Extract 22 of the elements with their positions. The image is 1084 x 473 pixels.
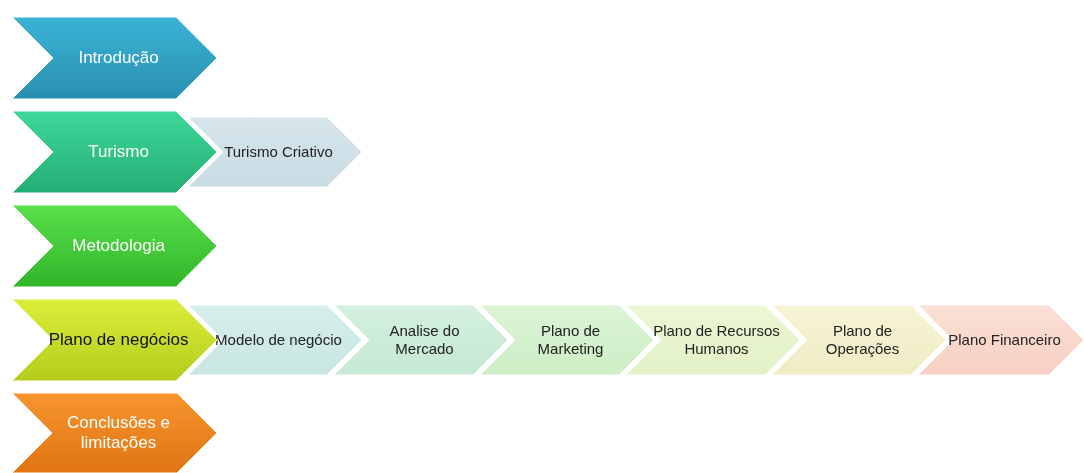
step-label: Analise do Mercado xyxy=(388,322,461,358)
chevron-step xyxy=(12,205,217,287)
step-label: Plano Financeiro xyxy=(948,331,1061,349)
chevron-step xyxy=(480,305,654,375)
step-label: Plano de Recursos Humanos xyxy=(652,322,781,358)
chevron-step xyxy=(918,305,1084,375)
step-label: Metodologia xyxy=(72,235,165,257)
step-label: Plano de negócios xyxy=(48,329,189,351)
chevron-step xyxy=(12,299,217,381)
step-label: Turismo xyxy=(88,141,149,163)
step-label: Plano de Operações xyxy=(824,322,901,358)
chevron-step xyxy=(12,111,217,193)
chevron-step xyxy=(626,305,800,375)
step-label: Conclusões e limitações xyxy=(66,412,171,454)
step-label: Introdução xyxy=(78,47,159,69)
chevron-step xyxy=(188,117,362,187)
step-label: Plano de Marketing xyxy=(536,322,605,358)
chevron-step xyxy=(12,393,217,473)
step-label: Modelo de negócio xyxy=(215,331,342,349)
step-label: Turismo Criativo xyxy=(224,143,333,161)
chevron-step xyxy=(12,17,217,99)
chevron-step xyxy=(188,305,362,375)
